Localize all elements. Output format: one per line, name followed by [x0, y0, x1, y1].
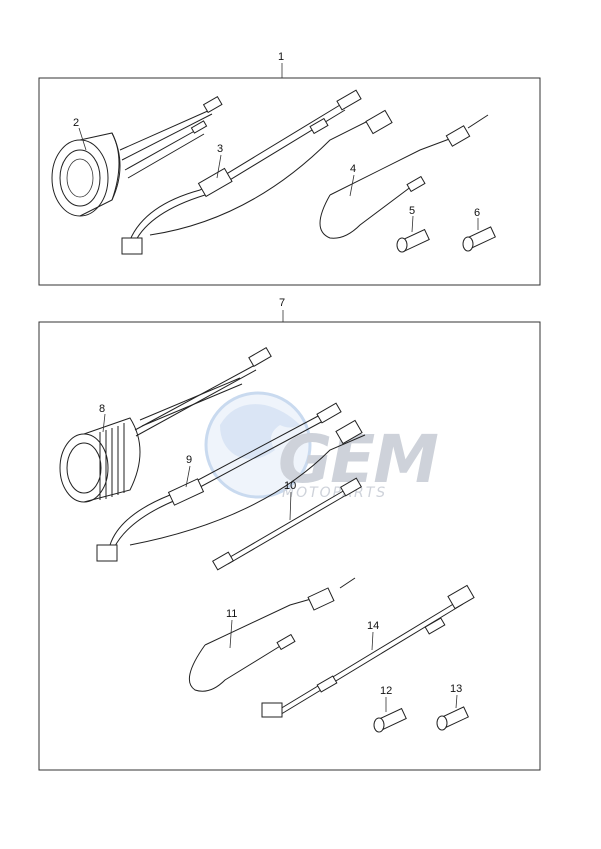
callout-12: 12	[380, 685, 392, 697]
part-13-plug	[436, 706, 469, 731]
group-7-frame	[38, 321, 541, 771]
callout-1: 1	[278, 51, 284, 63]
part-6-plug	[462, 226, 496, 252]
callout-7: 7	[279, 297, 285, 309]
watermark-globe-land	[220, 404, 300, 459]
callout-2: 2	[73, 117, 79, 129]
callout-13: 13	[450, 683, 462, 695]
callout-8: 8	[99, 403, 105, 415]
part-5-plug	[396, 228, 430, 253]
callout-9: 9	[186, 454, 192, 466]
part-14-cable	[261, 584, 475, 718]
watermark: GEM MOTOPARTS	[204, 391, 440, 501]
group-1-frame	[38, 77, 541, 286]
callout-3: 3	[217, 143, 223, 155]
part-4-cable	[319, 114, 489, 239]
part-9-harness	[96, 402, 366, 562]
part-11-cable	[188, 577, 356, 692]
part-8-gauge	[59, 346, 272, 503]
part-10-extension	[212, 477, 362, 571]
callout-4: 4	[350, 163, 356, 175]
callout-10: 10	[284, 480, 296, 492]
part-3-harness	[121, 89, 393, 255]
callout-14: 14	[367, 620, 379, 632]
part-2-gauge	[51, 95, 223, 217]
callout-11: 11	[226, 608, 237, 620]
callout-5: 5	[409, 205, 415, 217]
callout-6: 6	[474, 207, 480, 219]
watermark-sub: MOTOPARTS	[282, 485, 387, 501]
part-12-plug	[373, 707, 407, 733]
